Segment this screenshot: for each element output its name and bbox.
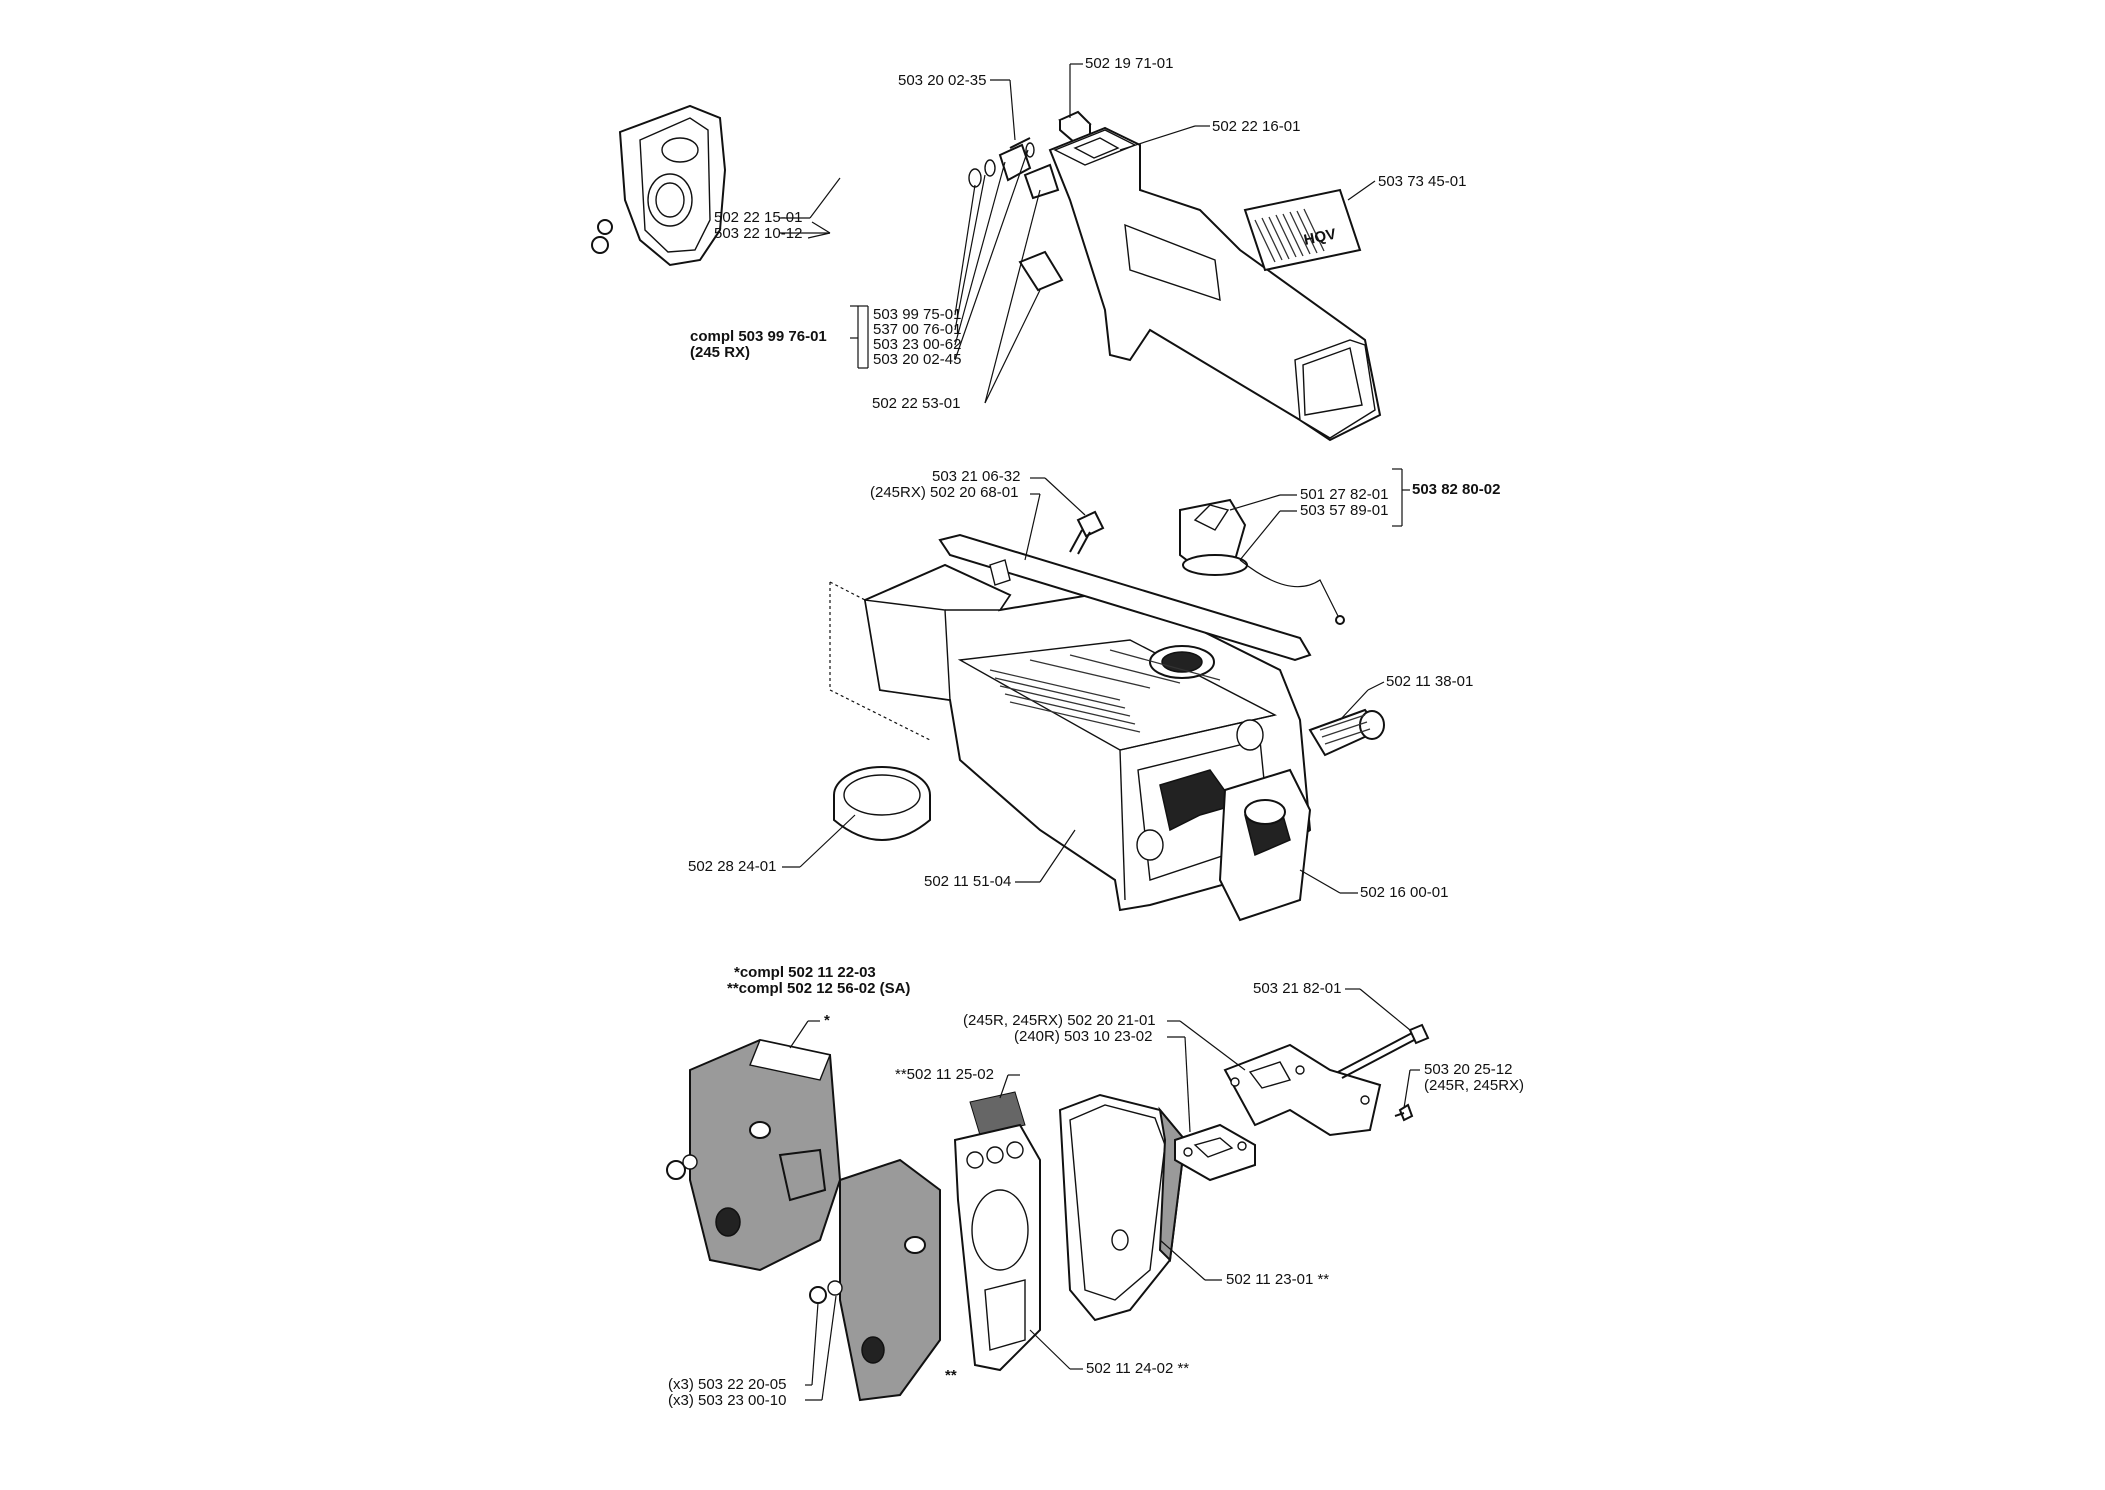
label-502-11-25-02: **502 11 25-02 [895, 1066, 994, 1083]
tube-part [1018, 163, 1064, 292]
label-503-20-25-12: 503 20 25-12 [1424, 1061, 1512, 1078]
tank-part [863, 563, 1312, 912]
label-503-23-00-62: 503 23 00-62 [873, 336, 961, 353]
label-537-00-76-01: 537 00 76-01 [873, 321, 961, 338]
washer-part [968, 137, 1035, 188]
label-503-99-75-01: 503 99 75-01 [873, 306, 961, 323]
fuel-cap-part [1179, 498, 1345, 625]
label-502-11-38-01: 502 11 38-01 [1386, 673, 1473, 690]
muffler-bracket-part [1223, 1043, 1382, 1137]
label-star: * [824, 1012, 830, 1029]
strap-part [938, 533, 1312, 662]
label-compl-502-11-22-03: *compl 502 11 22-03 [734, 964, 876, 981]
label-245r-245rx: (245R, 245RX) [1424, 1077, 1524, 1094]
label-502-22-16-01: 502 22 16-01 [1212, 118, 1300, 135]
muffler-inner-part [839, 1158, 941, 1402]
label-502-22-53-01: 502 22 53-01 [872, 395, 960, 412]
label-503-22-10-12: 503 22 10-12 [714, 225, 802, 242]
top-leader-lines [780, 63, 1376, 404]
nuts-part [591, 219, 613, 254]
ring-part [833, 766, 931, 841]
label-502-19-71-01: 502 19 71-01 [1085, 55, 1173, 72]
label-240r-503-10-23-02: (240R) 503 10 23-02 [1014, 1028, 1152, 1045]
label-502-11-23-01: 502 11 23-01 ** [1226, 1271, 1329, 1288]
baffle-plate-part [953, 1123, 1041, 1372]
label-502-11-24-02: 502 11 24-02 ** [1086, 1360, 1189, 1377]
label-503-21-06-32: 503 21 06-32 [932, 468, 1020, 485]
label-503-20-02-45: 503 20 02-45 [873, 351, 961, 368]
label-502-22-15-01: 502 22 15-01 [714, 209, 802, 226]
label-503-21-82-01: 503 21 82-01 [1253, 980, 1341, 997]
nut-right-part [809, 1280, 843, 1304]
label-245-rx: (245 RX) [690, 344, 750, 361]
label-501-27-82-01: 501 27 82-01 [1300, 486, 1388, 503]
label-502-16-00-01: 502 16 00-01 [1360, 884, 1448, 901]
screw-part [1069, 510, 1105, 555]
label-double-star: ** [945, 1367, 957, 1384]
label-502-11-51-04: 502 11 51-04 [924, 873, 1011, 890]
muffler-body-part [1058, 1093, 1187, 1322]
muffler-outer-part [689, 1038, 842, 1272]
label-503-82-80-02: 503 82 80-02 [1412, 481, 1500, 498]
spark-screen-part [969, 1091, 1026, 1136]
label-x3-503-22-20-05: (x3) 503 22 20-05 [668, 1376, 786, 1393]
label-503-57-89-01: 503 57 89-01 [1300, 502, 1388, 519]
label-compl-503-99-76-01: compl 503 99 76-01 [690, 328, 827, 345]
label-245r-245rx-502-20-21-01: (245R, 245RX) 502 20 21-01 [963, 1012, 1156, 1029]
label-x3-503-23-00-10: (x3) 503 23 00-10 [668, 1392, 786, 1409]
intake-bracket-part [618, 104, 727, 267]
middle-assembly: 503 21 06-32 (245RX) 502 20 68-01 501 27… [688, 468, 1500, 922]
small-screw-part [1394, 1103, 1414, 1122]
long-bolt-part [1337, 1023, 1430, 1079]
top-assembly: HQV 503 20 02-35 502 19 71-01 502 [591, 55, 1466, 442]
intake-duct-part [1048, 126, 1382, 442]
middle-leader-lines [782, 468, 1410, 894]
cylinder-part [1308, 708, 1385, 757]
gasket-part [1218, 768, 1312, 922]
exhaust-gasket-part [1174, 1123, 1256, 1182]
label-245rx-502-20-68-01: (245RX) 502 20 68-01 [870, 484, 1018, 501]
label-502-28-24-01: 502 28 24-01 [688, 858, 776, 875]
nut-left-part [666, 1154, 698, 1180]
label-503-73-45-01: 503 73 45-01 [1378, 173, 1466, 190]
bottom-leader-lines [789, 988, 1420, 1401]
decal-part: HQV [1243, 188, 1362, 272]
decal-text: HQV [1302, 226, 1337, 249]
label-compl-502-12-56-02-sa: **compl 502 12 56-02 (SA) [727, 980, 910, 997]
bottom-assembly: *compl 502 11 22-03 **compl 502 12 56-02… [666, 964, 1524, 1409]
label-503-20-02-35: 503 20 02-35 [898, 72, 986, 89]
